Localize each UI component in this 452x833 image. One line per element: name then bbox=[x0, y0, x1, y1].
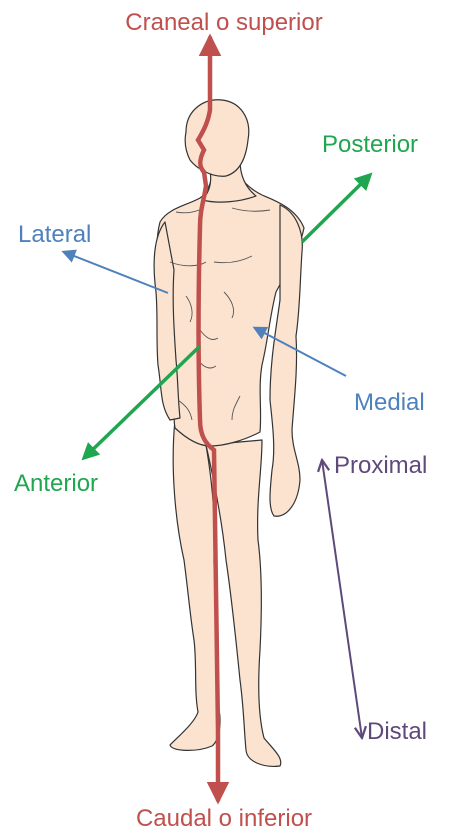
label-superior: Craneal o superior bbox=[125, 9, 322, 36]
label-posterior: Posterior bbox=[322, 131, 418, 158]
posterior-arrow bbox=[302, 175, 370, 242]
human-figure bbox=[154, 100, 304, 767]
lateral-arrow bbox=[64, 252, 168, 293]
head bbox=[185, 100, 249, 176]
label-distal: Distal bbox=[367, 718, 427, 745]
label-lateral: Lateral bbox=[18, 221, 91, 248]
proximal-distal-arrow bbox=[322, 460, 362, 738]
label-proximal: Proximal bbox=[334, 452, 427, 479]
label-medial: Medial bbox=[354, 389, 425, 416]
label-inferior: Caudal o inferior bbox=[136, 805, 312, 832]
medial-arrow bbox=[255, 328, 346, 376]
label-anterior: Anterior bbox=[14, 470, 98, 497]
